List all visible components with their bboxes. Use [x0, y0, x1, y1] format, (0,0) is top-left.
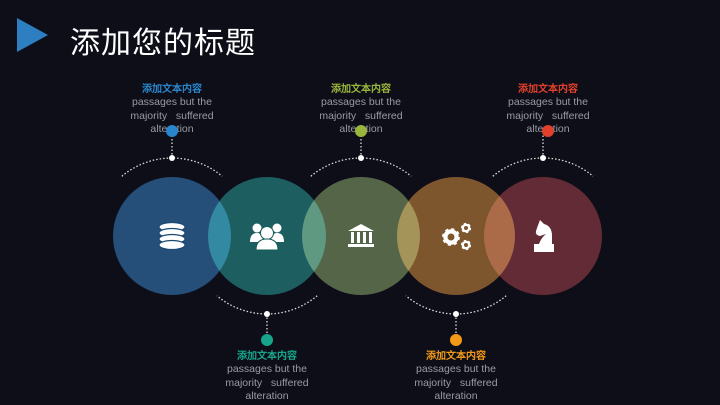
dotted-arc — [121, 157, 223, 177]
label-line: alteration — [339, 123, 383, 135]
label-heading: 添加文本内容 — [518, 84, 578, 95]
bank-icon — [348, 224, 374, 247]
label-line: alteration — [434, 390, 478, 402]
text-label-2: 添加文本内容 passages but the majority suffere… — [212, 350, 322, 404]
circle-5 — [484, 177, 602, 295]
label-heading: 添加文本内容 — [426, 351, 486, 362]
database-icon — [158, 221, 186, 251]
junction-dot — [169, 155, 175, 161]
label-heading: 添加文本内容 — [331, 84, 391, 95]
junction-dot — [358, 155, 364, 161]
label-line: passages but the — [508, 96, 588, 108]
text-label-5: 添加文本内容 passages but the majority suffere… — [493, 83, 603, 137]
label-line: passages but the — [416, 363, 496, 375]
junction-dot — [540, 155, 546, 161]
label-line: passages but the — [132, 96, 212, 108]
label-line: majority suffered — [225, 376, 309, 389]
title-triangle-icon — [17, 18, 48, 52]
label-heading: 添加文本内容 — [237, 351, 297, 362]
circle-3 — [302, 177, 420, 295]
label-heading: 添加文本内容 — [142, 84, 202, 95]
label-line: majority suffered — [130, 109, 214, 122]
page-title: 添加您的标题 — [70, 26, 256, 61]
label-line: majority suffered — [414, 376, 498, 389]
chess-knight-icon — [534, 220, 554, 252]
gears-icon — [442, 222, 472, 251]
text-label-1: 添加文本内容 passages but the majority suffere… — [117, 83, 227, 137]
dotted-arc — [310, 157, 412, 177]
dotted-arc — [216, 295, 318, 315]
junction-dot — [453, 311, 459, 317]
junction-dot — [264, 311, 270, 317]
text-label-4: 添加文本内容 passages but the majority suffere… — [401, 350, 511, 404]
label-line: alteration — [150, 123, 194, 135]
label-line: passages but the — [227, 363, 307, 375]
dotted-arc — [405, 295, 507, 315]
label-line: alteration — [526, 123, 570, 135]
label-line: majority suffered — [319, 109, 403, 122]
users-icon — [250, 223, 284, 251]
dotted-arc — [492, 157, 594, 177]
label-line: passages but the — [321, 96, 401, 108]
label-line: majority suffered — [506, 109, 590, 122]
label-line: alteration — [245, 390, 289, 402]
text-label-3: 添加文本内容 passages but the majority suffere… — [306, 83, 416, 137]
